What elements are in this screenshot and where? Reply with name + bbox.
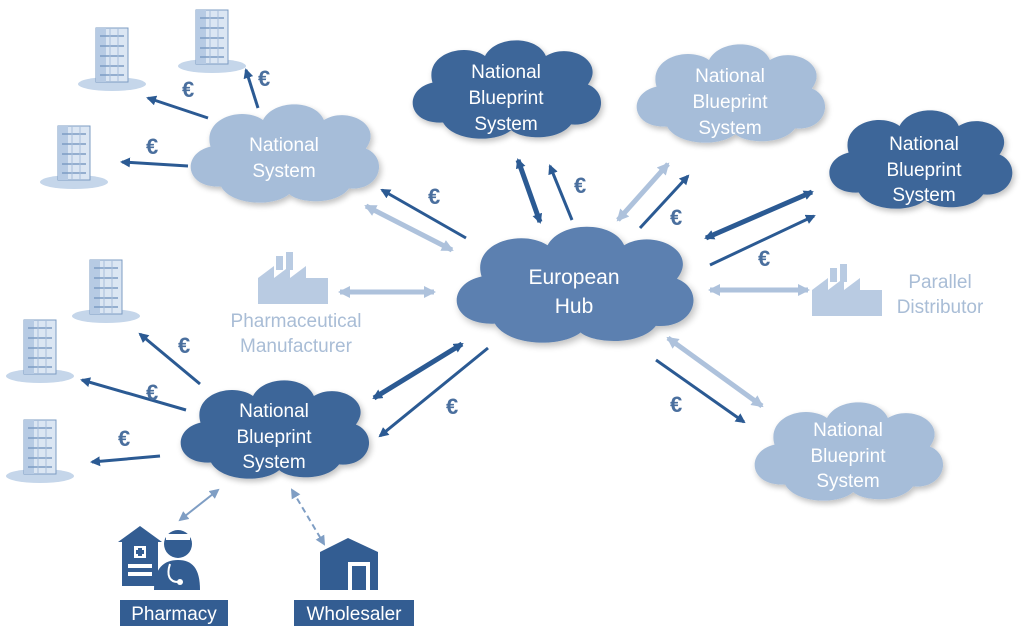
blueprint-top-right-line1: National [695, 66, 765, 87]
arrow-hub-bottom-left-bidir [372, 341, 464, 401]
factory-icon [258, 252, 328, 304]
arrow-hub-top-center-money [548, 164, 574, 221]
hospital-building-icon [177, 9, 247, 74]
euro-sign: € [118, 426, 130, 451]
euro-sign: € [446, 394, 458, 419]
blueprint-top-right-line3: System [698, 118, 761, 139]
arrows [80, 68, 816, 546]
euro-sign: € [146, 134, 158, 159]
arrow-bl-building-2 [80, 377, 187, 412]
wholesaler-badge: Wholesaler [294, 600, 414, 626]
wholesaler-label: Wholesaler [306, 604, 402, 625]
blueprint-bottom-left-line3: System [242, 452, 305, 473]
blueprint-top-center-line1: National [471, 62, 541, 83]
pharmacy-badge: Pharmacy [120, 600, 228, 626]
parallel-distributor-line1: Parallel [908, 272, 971, 293]
arrow-hub-bottom-right-bidir [666, 335, 764, 409]
hospital-building-icon [39, 125, 109, 190]
hospital-building-icon [77, 27, 147, 92]
euro-sign: € [670, 205, 682, 230]
factory-icon [812, 264, 882, 316]
blueprint-bottom-right-line1: National [813, 420, 883, 441]
arrow-hub-top-right-light-bidir [616, 162, 670, 222]
pharmacy-label: Pharmacy [131, 604, 217, 625]
blueprint-bottom-left-line2: Blueprint [237, 427, 313, 448]
blueprint-right-line1: National [889, 134, 959, 155]
euro-signs: € € € € € € € € € € € € [118, 66, 770, 451]
arrow-bl-building-1 [138, 332, 201, 386]
arrow-hub-national-system-bidir [364, 203, 454, 253]
hospital-building-icon [5, 419, 75, 484]
arrow-hub-right-dark-money [709, 214, 816, 267]
hub-line1: European [528, 266, 619, 289]
national-system-line2: System [252, 161, 315, 182]
euro-sign: € [146, 380, 158, 405]
euro-sign: € [258, 66, 270, 91]
euro-sign: € [178, 333, 190, 358]
euro-sign: € [182, 77, 194, 102]
blueprint-top-right-line2: Blueprint [693, 92, 769, 113]
hospital-building-icon [71, 259, 141, 324]
warehouse-icon [320, 538, 378, 590]
arrow-ns-building-top-right [243, 68, 260, 109]
blueprint-bottom-right-line3: System [816, 471, 879, 492]
arrow-blueprint-pharmacy [178, 488, 220, 522]
arrow-hub-bottom-right-money [655, 358, 746, 424]
arrow-hub-bottom-left-money [378, 346, 489, 438]
arrow-ns-building-top-left [146, 95, 209, 120]
hub-line2: Hub [555, 295, 594, 318]
arrow-blueprint-wholesaler [290, 488, 326, 546]
euro-sign: € [574, 173, 586, 198]
euro-sign: € [670, 392, 682, 417]
arrow-hub-top-center-bidir [515, 158, 543, 224]
blueprint-bottom-left-line1: National [239, 401, 309, 422]
blueprint-bottom-right-line2: Blueprint [811, 446, 887, 467]
blueprint-right-line2: Blueprint [887, 160, 963, 181]
parallel-distributor-line2: Distributor [897, 297, 984, 318]
arrow-hub-right-dark-bidir [704, 189, 814, 241]
pharmacy-icon [118, 526, 200, 590]
arrow-ns-building-mid [120, 157, 189, 168]
manufacturer-line2: Manufacturer [240, 336, 353, 357]
euro-sign: € [428, 184, 440, 209]
manufacturer-line1: Pharmaceutical [231, 311, 362, 332]
national-system-line1: National [249, 135, 319, 156]
arrow-hub-national-system-money [380, 188, 467, 240]
hospital-building-icon [5, 319, 75, 384]
blueprint-right-line3: System [892, 185, 955, 206]
arrow-bl-building-3 [90, 454, 161, 467]
euro-sign: € [758, 246, 770, 271]
blueprint-top-center-line2: Blueprint [469, 88, 545, 109]
blueprint-top-center-line3: System [474, 114, 537, 135]
arrow-hub-top-right-light-money [638, 174, 690, 230]
